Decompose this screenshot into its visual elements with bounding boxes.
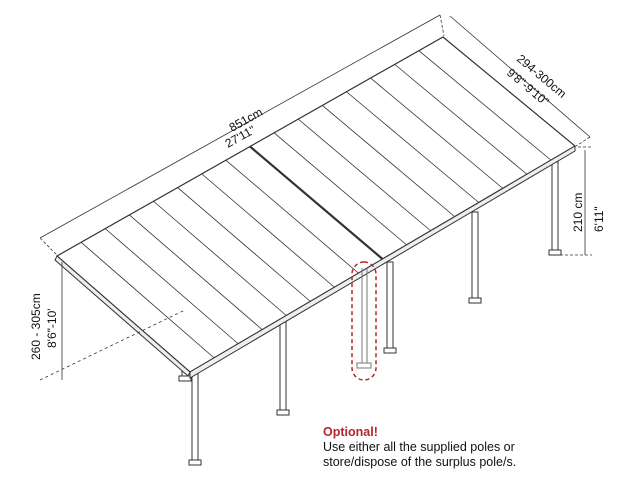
side-beam xyxy=(54,255,191,377)
dimension-lines xyxy=(39,14,592,381)
panel-line xyxy=(201,173,335,288)
posts xyxy=(178,161,562,466)
note-title: Optional! xyxy=(323,425,378,439)
back-height-ft-label: 6'11" xyxy=(592,206,606,232)
panel-line xyxy=(104,228,239,345)
front-height-cm-label: 260 - 305cm xyxy=(29,293,43,360)
post xyxy=(383,261,397,354)
roof-outline xyxy=(55,36,577,373)
panel-line xyxy=(346,91,480,203)
front-gutter xyxy=(189,145,576,379)
post xyxy=(188,371,202,466)
panel-line xyxy=(177,187,311,302)
panel-line xyxy=(153,200,287,316)
panel-line xyxy=(297,118,431,232)
panel-line xyxy=(80,242,215,359)
post xyxy=(468,211,482,304)
back-height-cm-label: 210 cm xyxy=(571,193,585,232)
panel-line xyxy=(370,77,504,189)
panel-line xyxy=(129,214,263,330)
roof xyxy=(54,36,577,379)
center-divider xyxy=(249,145,384,260)
panel-line xyxy=(273,132,407,246)
panel-line xyxy=(394,64,528,175)
panel-line xyxy=(322,105,455,217)
note-line-2: store/dispose of the surplus pole/s. xyxy=(323,455,517,469)
post xyxy=(548,161,562,256)
optional-note: Optional! Use either all the supplied po… xyxy=(323,425,516,470)
post xyxy=(276,321,290,416)
front-height-ft-label: 8'6"-10' xyxy=(45,308,59,348)
panel-line xyxy=(225,159,359,274)
panel-line xyxy=(418,50,552,161)
note-line-1: Use either all the supplied poles or xyxy=(323,440,515,454)
optional-pole-highlight xyxy=(351,261,377,381)
